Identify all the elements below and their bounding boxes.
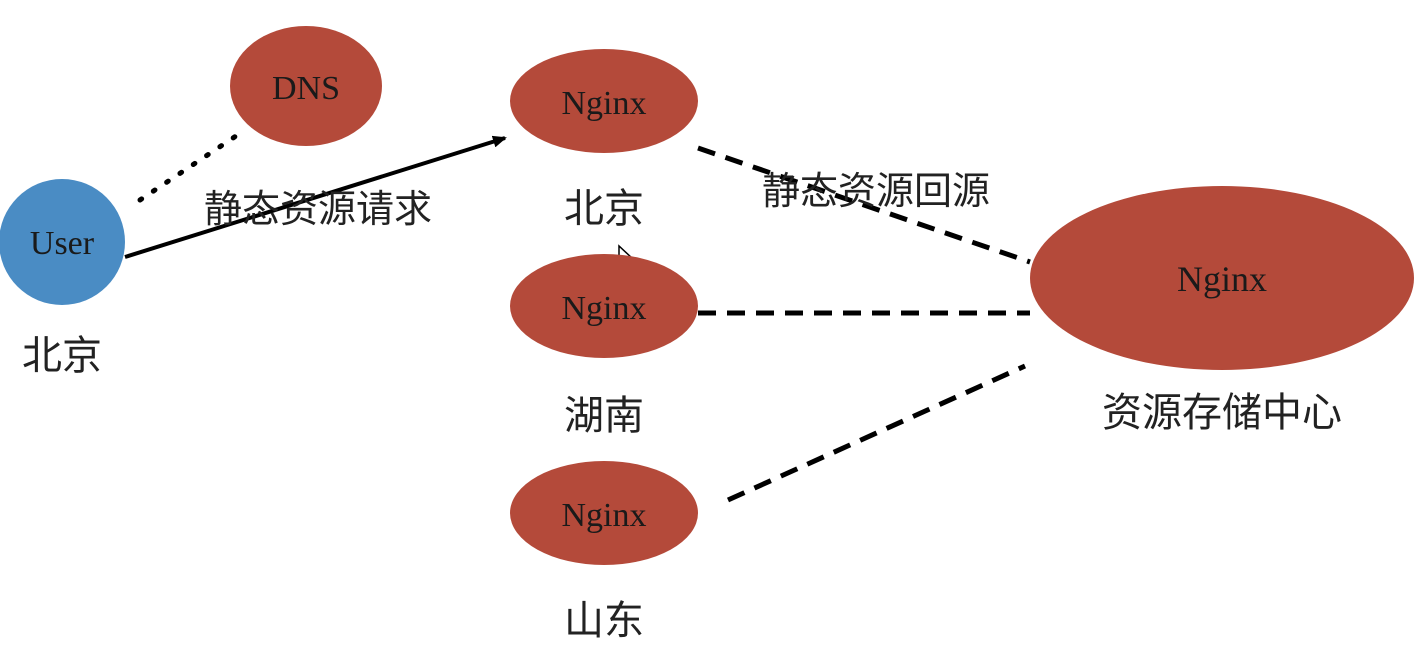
nginx-hunan-node [510,254,698,358]
beijing-origin-dashed-edge [697,145,1031,265]
nginx-storage-center-node [1030,186,1414,370]
beijing-location-label: 北京 [564,186,644,232]
dns-node [230,26,382,146]
nginx-storage-center-label: Nginx [1177,259,1267,299]
nginx-hunan-label: Nginx [562,290,647,327]
user-dns-dotted-edge [137,127,248,203]
user-location-label: 北京 [22,333,102,379]
user-node [0,179,125,305]
request-arrow-edge [124,135,507,259]
nginx-shandong-node [510,461,698,565]
shandong-origin-dashed-edge [726,363,1027,503]
shandong-location-label: 山东 [564,598,644,644]
nginx-beijing-label: Nginx [562,85,647,122]
storage-center-location-label: 资源存储中心 [1102,390,1342,436]
request-edge-label: 静态资源请求 [204,187,432,231]
origin-edge-label: 静态资源回源 [762,169,990,213]
nginx-shandong-label: Nginx [562,497,647,534]
nginx-beijing-node [510,49,698,153]
user-node-label: User [30,225,95,262]
dns-node-label: DNS [272,70,340,107]
hunan-location-label: 湖南 [564,393,644,439]
